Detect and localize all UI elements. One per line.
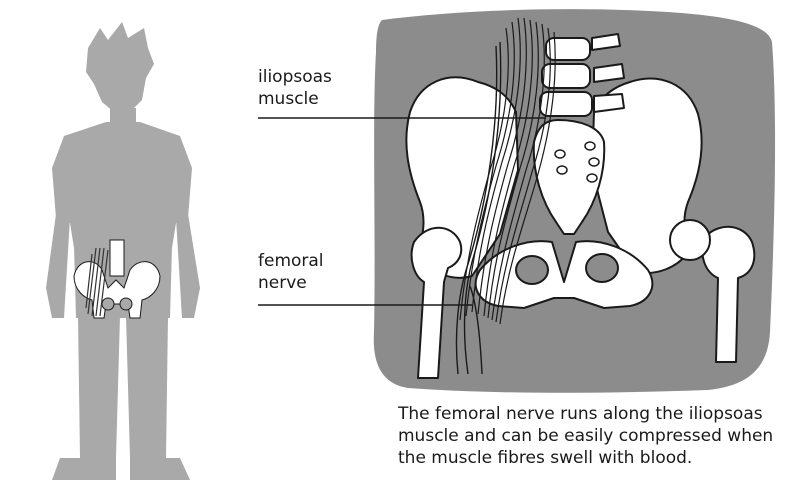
iliopsoas-label-line1: iliopsoas [258, 66, 368, 88]
human-silhouette [30, 18, 210, 488]
iliopsoas-label-line2: muscle [258, 88, 368, 110]
femoral-label-line1: femoral [258, 250, 368, 272]
figure-caption: The femoral nerve runs along the iliopso… [398, 403, 778, 469]
pelvis-illustration [368, 2, 780, 394]
femoral-label-line2: nerve [258, 272, 368, 294]
femoral-label: femoral nerve [258, 250, 368, 294]
iliopsoas-label: iliopsoas muscle [258, 66, 368, 110]
